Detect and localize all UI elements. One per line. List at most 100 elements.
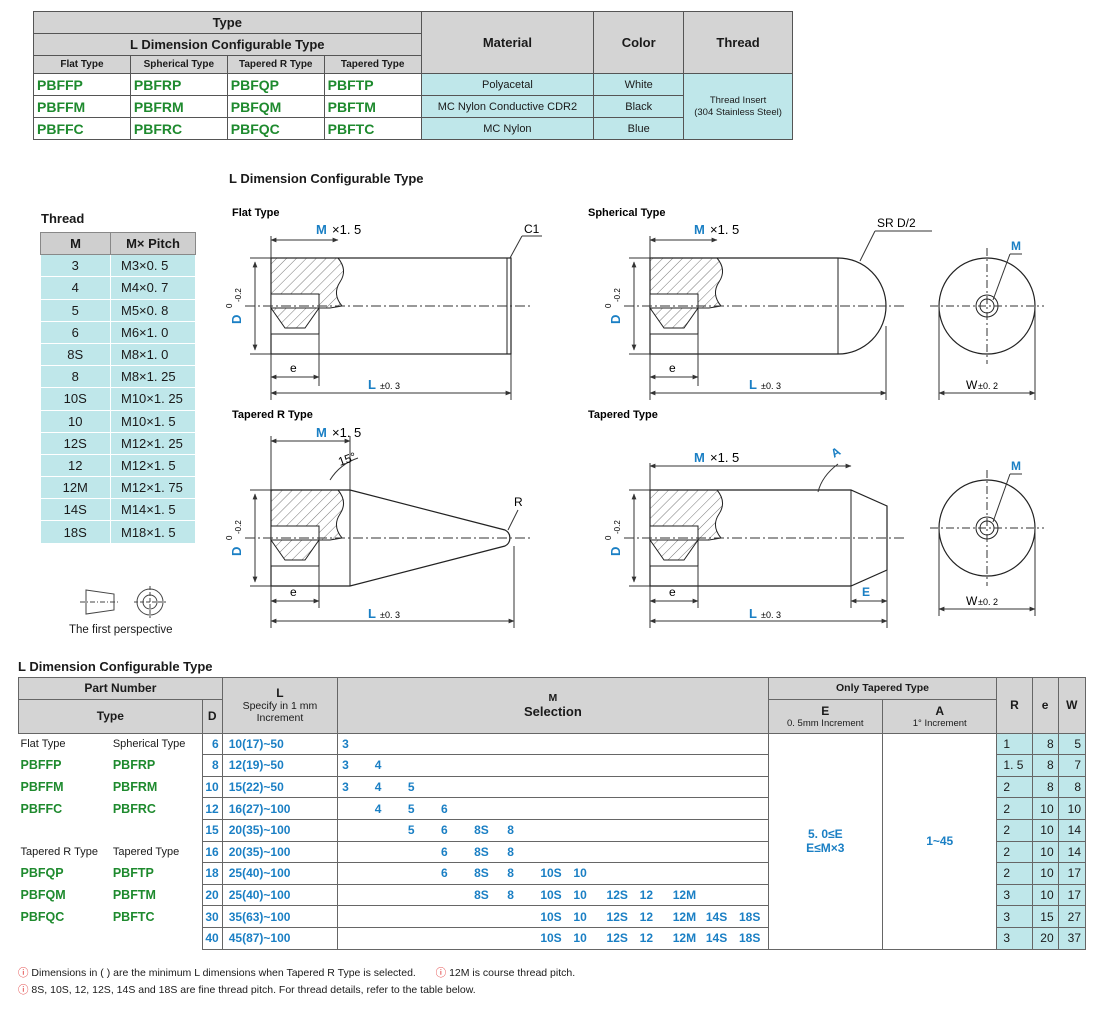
m-selection: 5 — [403, 797, 437, 820]
r-value: 2 — [996, 775, 1033, 799]
m-selection — [403, 905, 437, 928]
e-value: 10 — [1031, 862, 1059, 885]
thread-pitch-cell: M10×1. 25 — [110, 387, 196, 411]
m-selection: 14S — [701, 905, 735, 928]
m-selection — [602, 840, 636, 864]
thread-pitch-cell: M8×1. 25 — [110, 365, 196, 389]
m-selection: 12S — [602, 905, 636, 928]
m-selection — [635, 797, 669, 820]
m-selection — [668, 754, 702, 777]
perspective-cone-icon — [85, 589, 115, 615]
r-value: 2 — [996, 840, 1033, 864]
thread-pitch-cell: M3×0. 5 — [110, 254, 196, 278]
m-selection — [701, 754, 735, 777]
m-selection — [701, 862, 735, 885]
part-type-cell: PBFRP — [112, 758, 156, 773]
e-header: E — [821, 703, 830, 718]
m-selection — [668, 862, 702, 885]
thread-m-cell: 4 — [40, 276, 111, 300]
m-selection — [470, 905, 504, 928]
m-selection — [503, 905, 537, 928]
m-selection: 12M — [668, 905, 702, 928]
d-value: 16 — [201, 840, 223, 864]
flat-d-label: D — [229, 315, 244, 324]
part-type-cell: PBFFP — [20, 758, 62, 773]
l-sub-header: Specify in 1 mm Increment — [242, 700, 318, 725]
m-selection — [635, 818, 669, 842]
m-selection — [370, 732, 404, 756]
d-value: 20 — [201, 883, 223, 907]
a-header-cell: A 1° Increment — [881, 698, 998, 734]
part-number: PBFFP — [33, 73, 131, 96]
thread-cell: Thread Insert (304 Stainless Steel) — [683, 73, 793, 140]
material-cell: MC Nylon Conductive CDR2 — [420, 95, 595, 118]
m-selection — [503, 926, 537, 950]
warning-icon: ⓘ — [18, 967, 29, 979]
m-selection: 10S — [536, 926, 570, 950]
d-value: 12 — [201, 797, 223, 820]
m-sub-header: Selection — [523, 703, 582, 719]
part-type-cell — [19, 819, 107, 841]
d-value: 30 — [201, 905, 223, 928]
m-selection — [370, 926, 404, 950]
m-selection — [370, 818, 404, 842]
part-type-cell: PBFQP — [20, 866, 64, 881]
m-selection — [602, 862, 636, 885]
w-header: W — [1057, 677, 1087, 734]
m-selection — [436, 883, 471, 907]
note-1: Dimensions in ( ) are the minimum L dime… — [31, 967, 416, 979]
tapered-r-e-label: e — [290, 585, 297, 599]
r-value: 3 — [996, 926, 1033, 950]
material-header: Material — [420, 11, 595, 74]
part-number: PBFQC — [226, 117, 325, 140]
r-value: 3 — [996, 905, 1033, 928]
m-selection — [536, 754, 570, 777]
m-selection — [403, 840, 437, 864]
m-selection: 10 — [569, 905, 603, 928]
color-header: Color — [593, 11, 685, 74]
m-selection — [337, 818, 371, 842]
part-type-cell — [107, 927, 202, 949]
part-type-cell: PBFRM — [112, 780, 158, 795]
m-selection: 3 — [337, 754, 371, 777]
thread-pitch-cell: M18×1. 5 — [110, 520, 196, 544]
e-small-header: e — [1031, 677, 1059, 734]
tapered-type-drawing: Tapered Type D 0 -0.2 M ×1. 5 A e E L ±0… — [588, 409, 1044, 628]
part-number-header: Part Number — [18, 677, 223, 700]
m-selection — [436, 775, 471, 799]
m-selection — [734, 775, 769, 799]
thread-header: Thread — [683, 11, 793, 74]
thread-m-cell: 5 — [40, 299, 111, 322]
thread-pitch-cell: M12×1. 25 — [110, 432, 196, 455]
thread-pitch-cell: M8×1. 0 — [110, 343, 196, 367]
m-selection — [734, 732, 769, 756]
m-selection: 3 — [337, 775, 371, 799]
e-value: 8 — [1031, 775, 1059, 799]
part-number: PBFRP — [129, 73, 228, 96]
notes-line-2: ⓘ 8S, 10S, 12, 12S, 14S and 18S are fine… — [18, 982, 476, 997]
warning-icon: ⓘ — [435, 967, 447, 979]
m-selection — [569, 732, 603, 756]
spherical-type-title: Spherical Type — [588, 207, 665, 219]
first-perspective-label: The first perspective — [69, 624, 173, 636]
m-selection — [470, 732, 504, 756]
type-header: Type — [33, 11, 422, 34]
part-number: PBFFM — [33, 95, 131, 118]
r-value: 1. 5 — [996, 754, 1033, 777]
m-selection — [536, 840, 570, 864]
dimension-table: Part Number L Specify in 1 mm Increment … — [18, 677, 1087, 950]
m-selection — [701, 732, 735, 756]
part-number: PBFQM — [226, 95, 325, 118]
tapered-end-m-label: M — [1011, 459, 1021, 473]
m-selection — [701, 797, 735, 820]
flat-c1-label: C1 — [524, 222, 540, 236]
m-selection — [569, 797, 603, 820]
m-selection — [436, 926, 471, 950]
